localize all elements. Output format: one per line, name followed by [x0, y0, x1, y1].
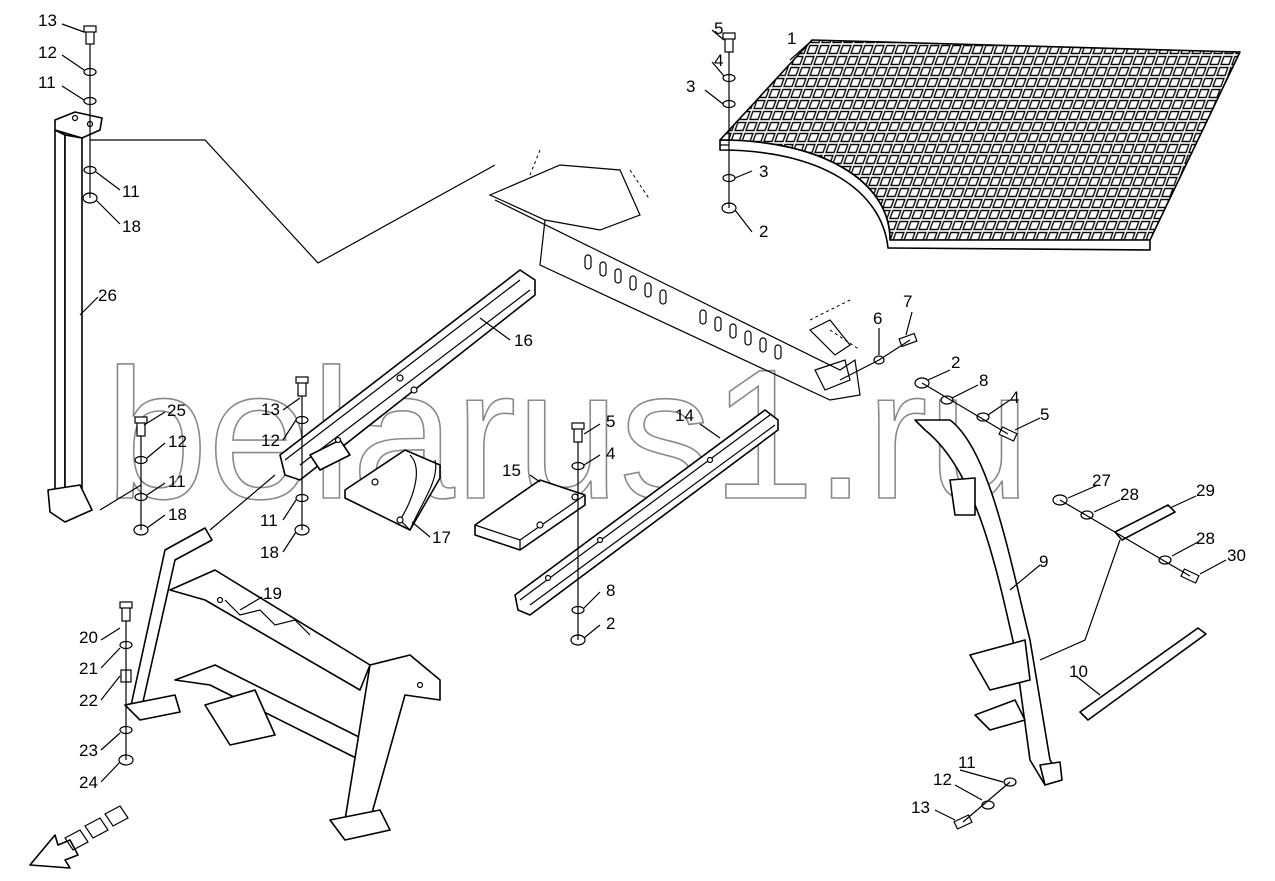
callout-19: 19 [263, 584, 282, 603]
callout-23: 23 [79, 741, 98, 760]
callout-11: 11 [958, 753, 976, 772]
callout-11: 11 [38, 73, 56, 92]
callout-5: 5 [1040, 405, 1049, 424]
callout-12: 12 [168, 432, 187, 451]
callout-18: 18 [122, 217, 141, 236]
arch-part-9 [914, 419, 1063, 786]
callout-2: 2 [951, 353, 960, 372]
callout-11: 11 [122, 182, 140, 201]
callout-2: 2 [606, 614, 615, 633]
callout-5: 5 [606, 412, 615, 431]
callout-15: 15 [502, 461, 521, 480]
callout-9: 9 [1039, 552, 1048, 571]
chassis-frame [488, 149, 861, 401]
callout-22: 22 [79, 691, 98, 710]
callout-7: 7 [903, 292, 912, 311]
callout-28: 28 [1196, 529, 1215, 548]
callout-11: 11 [168, 472, 186, 491]
callout-10: 10 [1069, 662, 1088, 681]
callout-8: 8 [606, 581, 615, 600]
callout-18: 18 [168, 505, 187, 524]
callout-13: 13 [38, 11, 57, 30]
grating-part-1 [719, 39, 1241, 251]
callout-30: 30 [1227, 546, 1246, 565]
callout-28: 28 [1120, 485, 1139, 504]
callout-11: 11 [260, 511, 278, 530]
callout-20: 20 [79, 628, 98, 647]
frame-part-19 [124, 527, 441, 841]
callout-26: 26 [98, 286, 117, 305]
callout-14: 14 [675, 406, 694, 425]
callout-18: 18 [260, 543, 279, 562]
callout-29: 29 [1196, 481, 1215, 500]
bar-part-29 [1114, 504, 1176, 541]
callout-13: 13 [261, 400, 280, 419]
callout-12: 12 [933, 770, 952, 789]
callout-12: 12 [38, 43, 57, 62]
callout-21: 21 [79, 659, 98, 678]
callout-4: 4 [606, 444, 615, 463]
callout-12: 12 [261, 431, 280, 450]
callout-4: 4 [714, 51, 723, 70]
callout-4: 4 [1010, 388, 1019, 407]
callout-6: 6 [873, 309, 882, 328]
callout-17: 17 [432, 528, 451, 547]
plate-part-17 [344, 449, 441, 532]
callout-1: 1 [787, 29, 796, 48]
bar-part-10 [1079, 627, 1207, 721]
beam-part-16 [279, 269, 536, 481]
callout-labels: 1 5 4 3 3 2 13 12 11 11 18 26 16 6 7 2 8… [38, 11, 1246, 817]
callout-3: 3 [759, 162, 768, 181]
callout-5: 5 [714, 19, 723, 38]
front-direction-arrow-icon [29, 805, 129, 869]
leader-lines [61, 23, 1227, 823]
plate-part-15 [474, 479, 586, 551]
callout-13: 13 [911, 798, 930, 817]
callout-2: 2 [759, 222, 768, 241]
beam-part-14 [514, 409, 779, 616]
callout-8: 8 [979, 371, 988, 390]
callout-16: 16 [514, 331, 533, 350]
post-part-26 [47, 111, 103, 523]
callout-27: 27 [1092, 471, 1111, 490]
callout-25: 25 [167, 401, 186, 420]
callout-24: 24 [79, 773, 98, 792]
callout-3: 3 [686, 77, 695, 96]
